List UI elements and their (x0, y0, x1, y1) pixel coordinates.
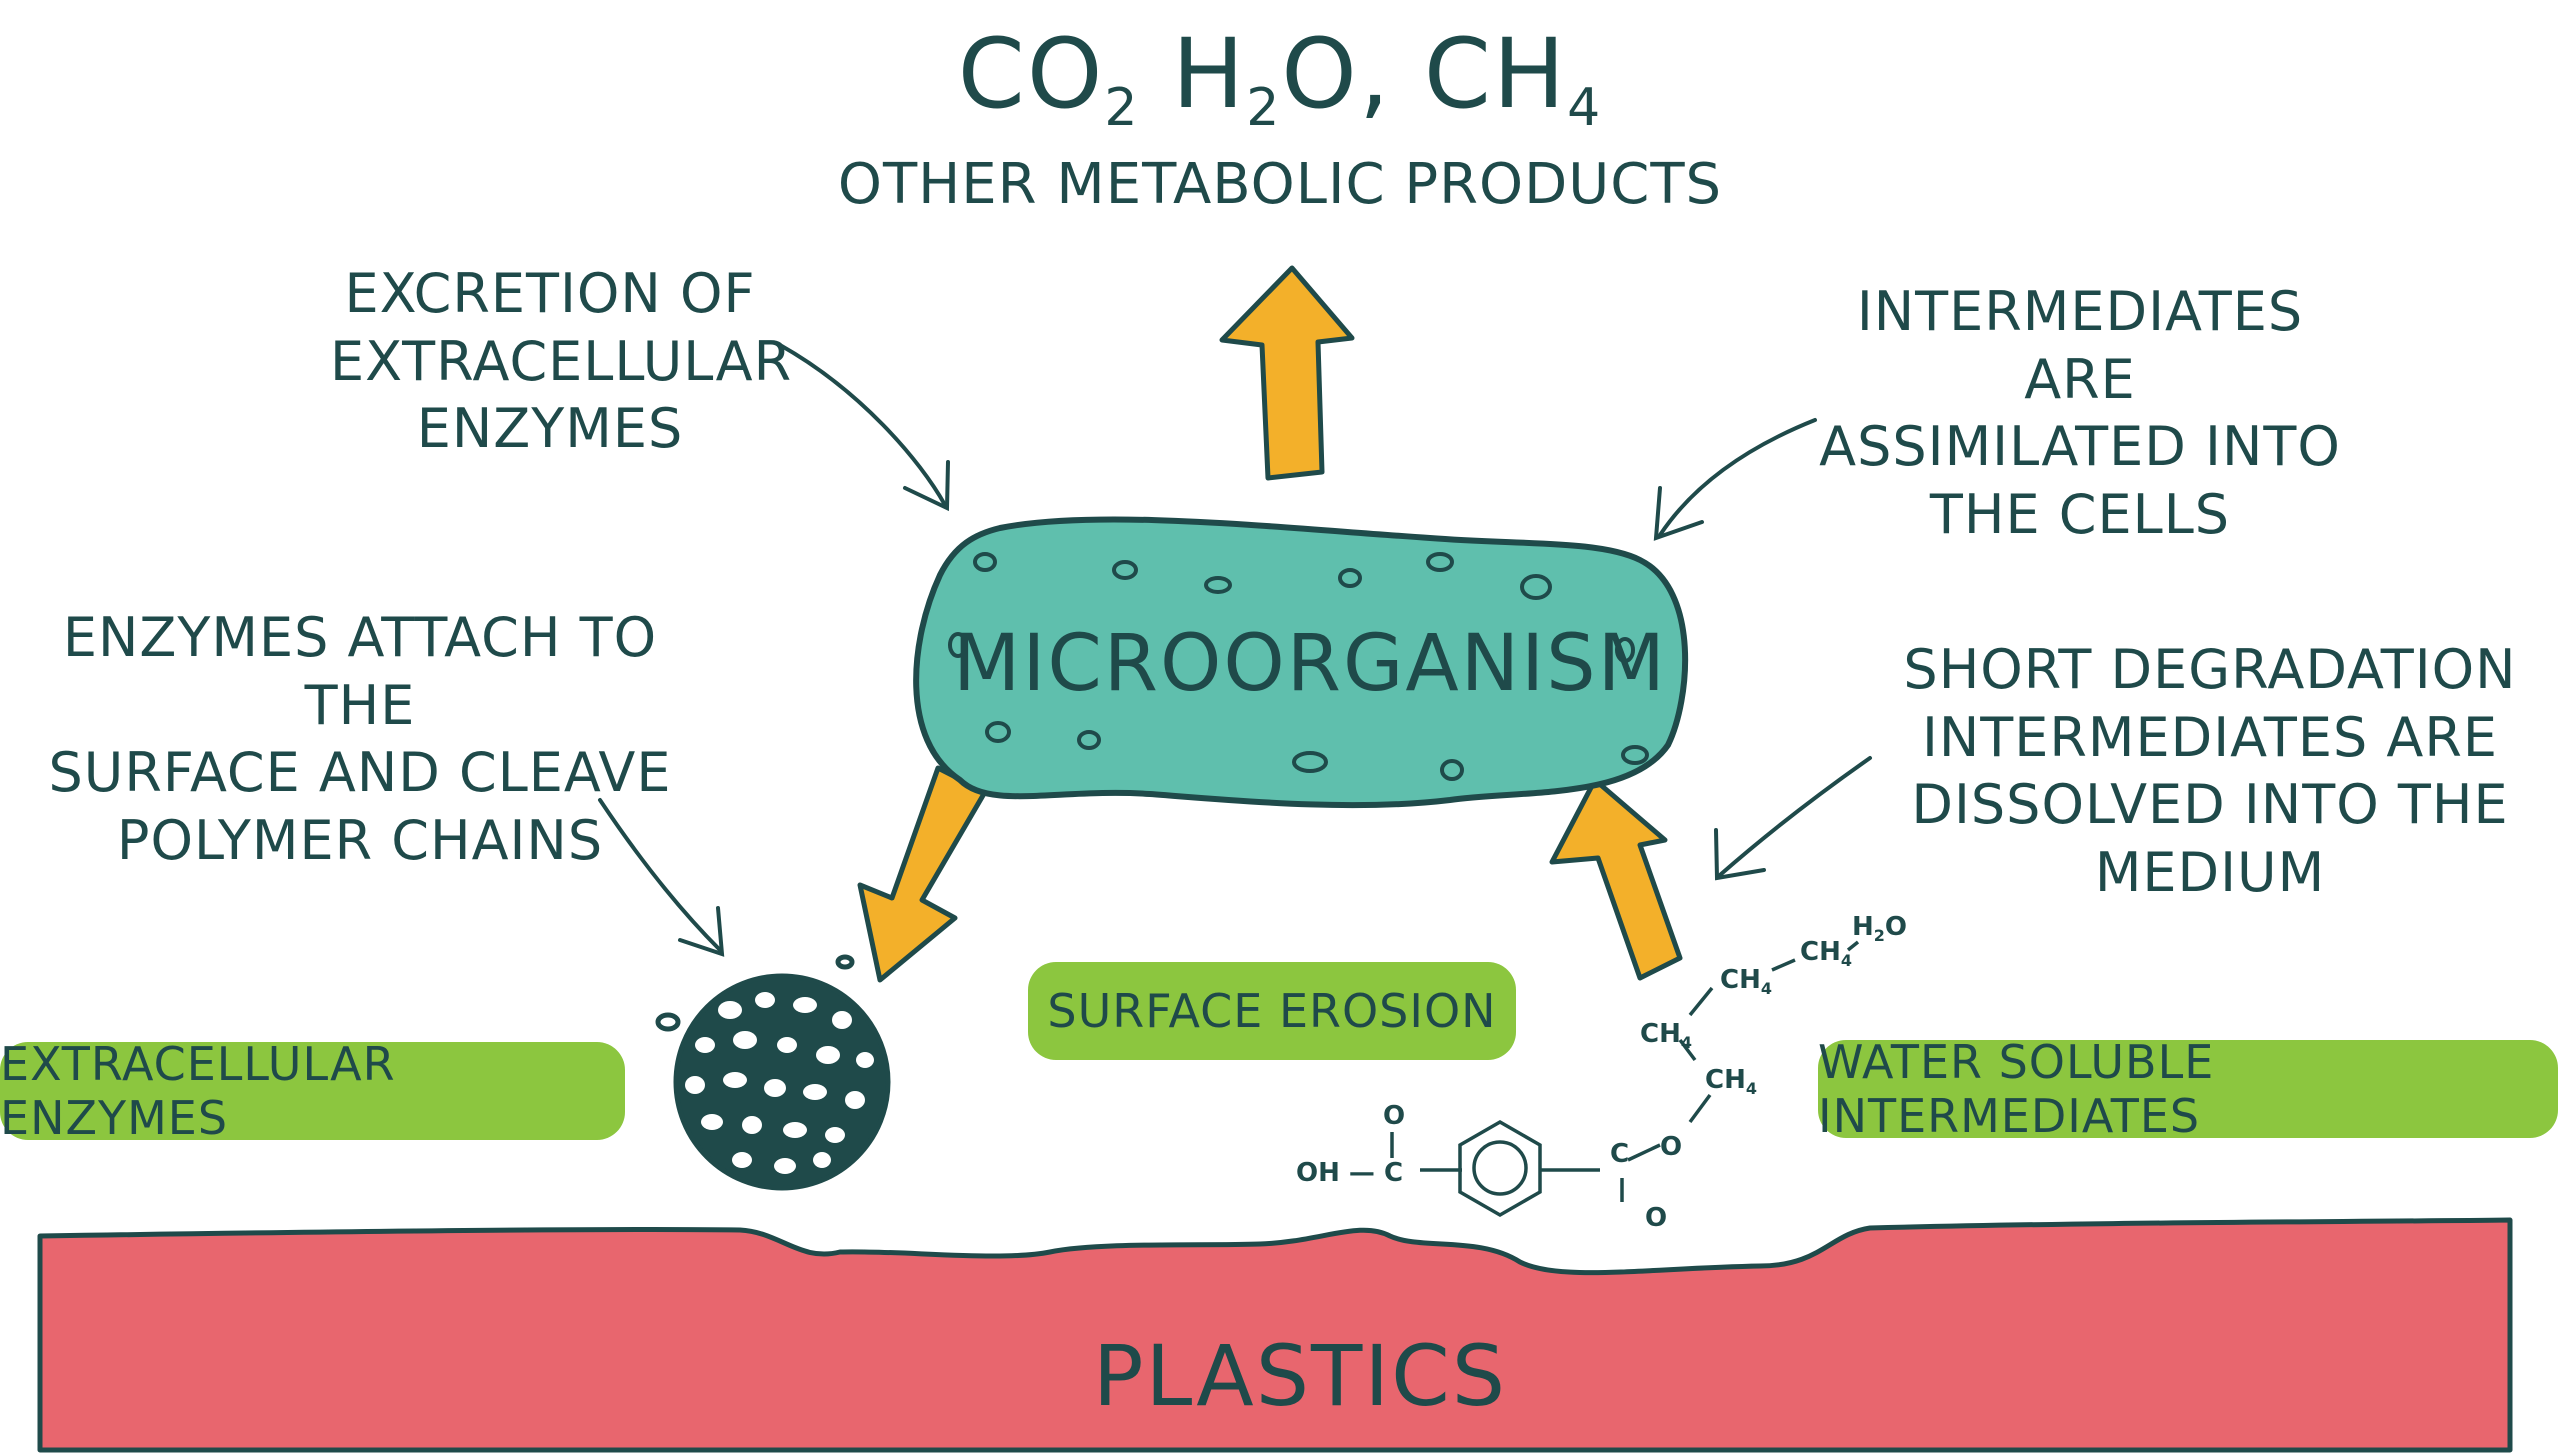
bond (1771, 958, 1796, 972)
excretion-label: EXCRETION OF EXTRACELLULAR ENZYMES (330, 260, 793, 463)
assimilated-label: INTERMEDIATES ARE ASSIMILATED INTO THE C… (1800, 278, 2360, 548)
microbe-spot (1338, 568, 1362, 588)
oxygen-ester: O (1660, 1132, 1682, 1162)
microbe-spot (1520, 574, 1552, 600)
bond (1846, 940, 1860, 952)
assimilated-line-2: ASSIMILATED INTO (1819, 415, 2341, 478)
excretion-pointer (778, 343, 947, 507)
clump-cell (723, 1072, 747, 1088)
excretion-line-3: ENZYMES (416, 397, 684, 460)
up-arrow-to-products (1219, 265, 1355, 481)
clump-cell (701, 1114, 723, 1130)
short-degradation-line-3: DISSOLVED INTO THE MEDIUM (1911, 773, 2509, 904)
excretion-pointer-head (903, 460, 950, 512)
bond (1688, 1093, 1712, 1124)
carbon-right: C (1610, 1139, 1629, 1169)
clump-cell (742, 1116, 762, 1134)
h2o-text: H2O (1852, 912, 1907, 945)
microorganism-label: MICROORGANISM (953, 619, 1667, 709)
clump-cell (856, 1052, 874, 1068)
short-degradation-pointer-head (1714, 828, 1766, 881)
bond (1688, 986, 1714, 1017)
enzymes-attach-line-2: SURFACE AND CLEAVE (48, 741, 672, 804)
chemical-structure (1390, 940, 1860, 1218)
clump-cell (803, 1084, 827, 1100)
ch4-4: CH4 (1800, 937, 1852, 970)
clump-cell (832, 1011, 852, 1029)
short-degradation-pointer (1718, 756, 1872, 877)
enzymes-attach-line-3: POLYMER CHAINS (116, 808, 604, 872)
microbe-spot (1077, 730, 1101, 750)
short-degradation-line-2: INTERMEDIATES ARE (1921, 705, 2499, 769)
assimilated-line-3: THE CELLS (1929, 482, 2231, 546)
oh-c-text: OH — C (1296, 1158, 1403, 1188)
products-formula: CO2 H2O, CH4 (957, 18, 1603, 138)
ch4-2: CH4 (1640, 1019, 1692, 1052)
microbe-spot (973, 552, 997, 572)
microbe-spot (1440, 759, 1464, 781)
microbe-spot (985, 721, 1011, 743)
assimilated-pointer-head (1653, 486, 1704, 541)
clump-cell (777, 1037, 797, 1053)
annotation-arrows (598, 343, 1872, 957)
microbe-spot (1204, 576, 1232, 594)
microbe-spot (1426, 552, 1454, 572)
clump-cell (733, 1031, 757, 1049)
plastics-label: PLASTICS (1093, 1327, 1507, 1425)
clump-cell (764, 1079, 786, 1097)
microbe-spot (1615, 637, 1635, 663)
enzymes-attach-label: ENZYMES ATTACH TO THE SURFACE AND CLEAVE… (20, 604, 700, 874)
oxygen-bottom: O (1645, 1203, 1667, 1233)
bond (1678, 1038, 1697, 1062)
excretion-line-1: EXCRETION OF (344, 262, 756, 325)
enzymes-attach-pointer-head (678, 906, 725, 957)
clump-cell (816, 1046, 840, 1064)
clump-cell (845, 1091, 865, 1109)
up-arrow-from-intermediates (1549, 777, 1683, 981)
water-soluble-pill: WATER SOLUBLE INTERMEDIATES (1818, 1035, 2558, 1143)
bond (1627, 1143, 1661, 1162)
clump-cell (732, 1152, 752, 1168)
plastics-slab (37, 1217, 2513, 1453)
clump-cell (755, 992, 775, 1008)
clump-cell (793, 997, 817, 1013)
oxygen-top-left: O (1383, 1101, 1405, 1131)
enzyme-clump (655, 954, 891, 1191)
enzymes-attach-pointer (598, 798, 722, 952)
clump-cell (774, 1158, 796, 1174)
benzene-ring-inner (1472, 1140, 1528, 1196)
assimilated-line-1: INTERMEDIATES ARE (1856, 280, 2304, 411)
stray-enzyme (835, 954, 855, 970)
down-arrow-to-enzymes (857, 765, 988, 983)
ch4-1: CH4 (1705, 1065, 1757, 1098)
microbe-spot (1621, 745, 1649, 765)
clump-cell (813, 1152, 831, 1168)
benzene-ring (1458, 1119, 1542, 1218)
microbe-spot (1112, 560, 1138, 580)
assimilated-pointer (1658, 418, 1817, 537)
short-degradation-line-1: SHORT DEGRADATION (1903, 638, 2517, 701)
short-degradation-label: SHORT DEGRADATION INTERMEDIATES ARE DISS… (1870, 636, 2550, 906)
enzymes-attach-line-1: ENZYMES ATTACH TO THE (62, 606, 658, 737)
extracellular-enzymes-pill: EXTRACELLULAR ENZYMES (0, 1037, 625, 1145)
microbe-spot (1292, 751, 1328, 773)
clump-cell (783, 1122, 807, 1138)
clump-cell (718, 1001, 742, 1019)
clump-cell (825, 1127, 845, 1143)
products-subtitle: OTHER METABOLIC PRODUCTS (837, 152, 1723, 217)
surface-erosion-pill: SURFACE EROSION (1028, 962, 1516, 1060)
excretion-line-2: EXTRACELLULAR (330, 329, 793, 393)
clump-cell (685, 1076, 705, 1094)
clump-cell (695, 1037, 715, 1053)
ch4-3: CH4 (1720, 965, 1772, 998)
microorganism-body (913, 516, 1689, 809)
microbe-spot (948, 632, 968, 658)
stray-enzyme (655, 1012, 681, 1032)
